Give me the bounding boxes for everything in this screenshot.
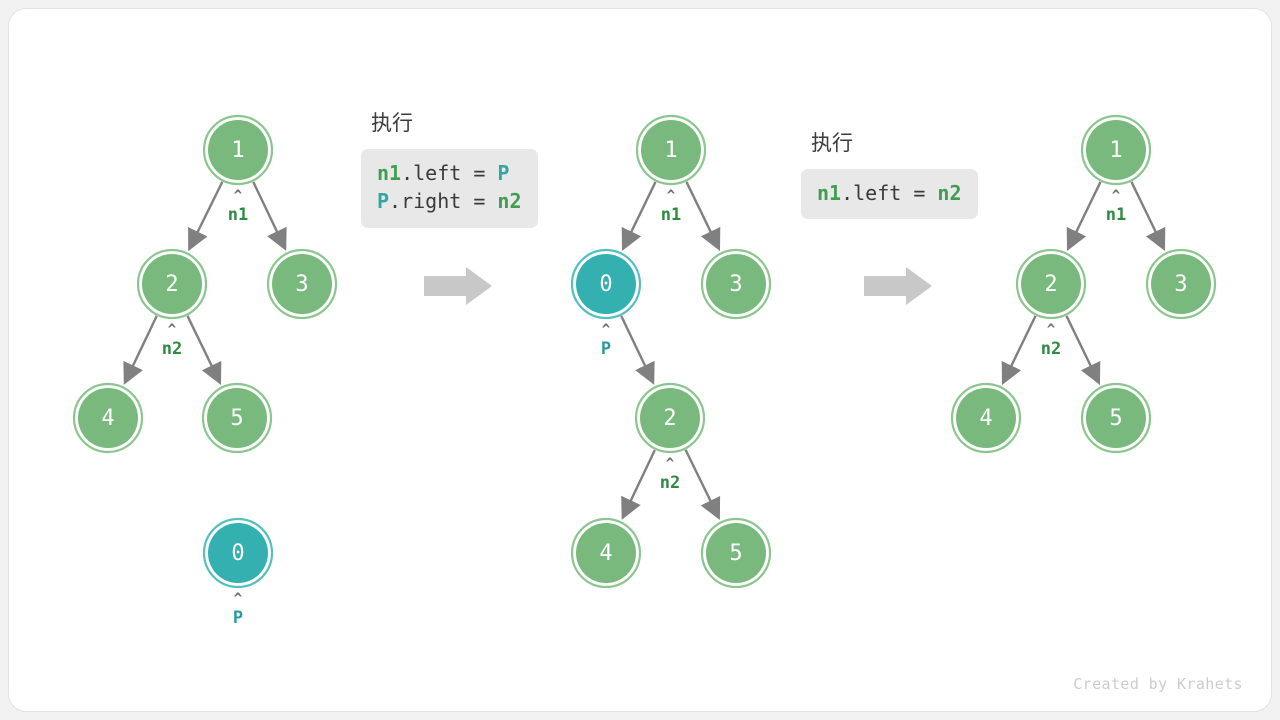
tree-node-value: 2 [663,406,676,431]
code-token: n1 [377,161,402,185]
caret-icon: ^ [1046,322,1056,338]
tree-edges-layer [123,181,1166,521]
tree-node[interactable]: 4 [72,382,144,454]
pointer-name: n1 [660,205,682,225]
tree-node-value: 1 [231,138,244,163]
pointer-label-n2: ^n2 [1040,322,1062,359]
tree-node[interactable]: 3 [266,248,338,320]
tree-node[interactable]: 4 [570,517,642,589]
tree-node[interactable]: 1 [202,114,274,186]
pointer-label-n1: ^n1 [227,188,249,225]
caret-icon: ^ [233,591,243,607]
pointer-label-n1: ^n1 [1105,188,1127,225]
tree-diagram-svg: 1 2 3 4 5 0 1 0 3 2 4 5 1 2 3 4 5 [72,114,1217,589]
tree-edge [620,315,655,385]
tree-edge [621,449,656,520]
pointer-name: n1 [1105,205,1127,225]
tree-edge [685,181,721,251]
tree-node-value: 1 [664,138,677,163]
pointer-name: P [600,339,612,359]
tree-node-value: 4 [599,541,612,566]
tree-node-value: 4 [101,406,114,431]
caption-step-2: 执行 [371,111,413,135]
caret-icon: ^ [1111,188,1121,204]
tree-node-value: 3 [295,272,308,297]
pointer-label-n1: ^n1 [660,188,682,225]
code-token: .right = [389,189,498,214]
pointer-label-n2: ^n2 [659,456,681,493]
tree-edge [1066,181,1102,251]
caret-icon: ^ [665,456,675,472]
code-token: P [497,161,510,185]
pointer-label-p: ^P [232,591,244,628]
code-token: .left = [841,181,938,205]
tree-node-value: 2 [1044,272,1057,297]
tree-edge [1001,315,1037,385]
caption-step-3: 执行 [811,131,853,155]
caret-icon: ^ [233,188,243,204]
pointer-label-n2: ^n2 [161,322,183,359]
tree-node[interactable]: 1 [635,114,707,186]
tree-node[interactable]: 0 [202,517,274,589]
tree-node-value: 2 [165,272,178,297]
tree-edge [1065,315,1101,385]
tree-edge [252,181,287,251]
tree-edge [621,181,657,251]
pointer-name: n2 [659,473,681,493]
tree-node-value: 0 [231,541,244,566]
caret-icon: ^ [601,322,611,338]
tree-nodes-layer: 1 2 3 4 5 0 1 0 3 2 4 5 1 2 3 4 5 [72,114,1217,589]
tree-node-value: 5 [729,541,742,566]
pointer-label-p: ^P [600,322,612,359]
code-block-step-3: n1.left = n2 [801,169,978,220]
tree-node[interactable]: 2 [634,382,706,454]
code-line: n1.left = P [377,159,522,187]
flow-arrow-icon [424,267,492,305]
flow-arrows-layer [424,267,932,305]
pointer-name: n1 [227,205,249,225]
tree-edge [186,315,222,385]
tree-node[interactable]: 5 [1080,382,1152,454]
tree-node[interactable]: 3 [700,248,772,320]
tree-node-value: 3 [729,272,742,297]
caret-icon: ^ [167,322,177,338]
tree-edge [123,315,158,385]
credit-text: Created by Krahets [1073,675,1243,693]
code-token: n2 [497,189,522,214]
tree-edge [1130,181,1166,251]
pointer-name: P [232,608,244,628]
tree-node[interactable]: 2 [1015,248,1087,320]
tree-node[interactable]: 4 [950,382,1022,454]
pointer-name: n2 [161,339,183,359]
caret-icon: ^ [666,188,676,204]
tree-node-value: 5 [1109,406,1122,431]
tree-edge [684,449,721,521]
tree-node[interactable]: 2 [136,248,208,320]
tree-node[interactable]: 1 [1080,114,1152,186]
tree-node-value: 0 [599,272,612,297]
code-token: n1 [817,181,842,205]
tree-node[interactable]: 5 [201,382,273,454]
code-token: n2 [937,181,962,205]
pointer-name: n2 [1040,339,1062,359]
tree-node-value: 5 [230,406,243,431]
tree-node-value: 3 [1174,272,1187,297]
tree-node[interactable]: 0 [570,248,642,320]
code-line: n1.left = n2 [817,179,962,207]
code-token: P [377,189,390,214]
tree-node-value: 4 [979,406,992,431]
code-line: P.right = n2 [377,187,522,215]
tree-node[interactable]: 5 [700,517,772,589]
flow-arrow-icon [864,267,932,305]
tree-node-value: 1 [1109,138,1122,163]
code-token: .left = [401,161,498,185]
tree-edge [188,181,224,252]
tree-node[interactable]: 3 [1145,248,1217,320]
